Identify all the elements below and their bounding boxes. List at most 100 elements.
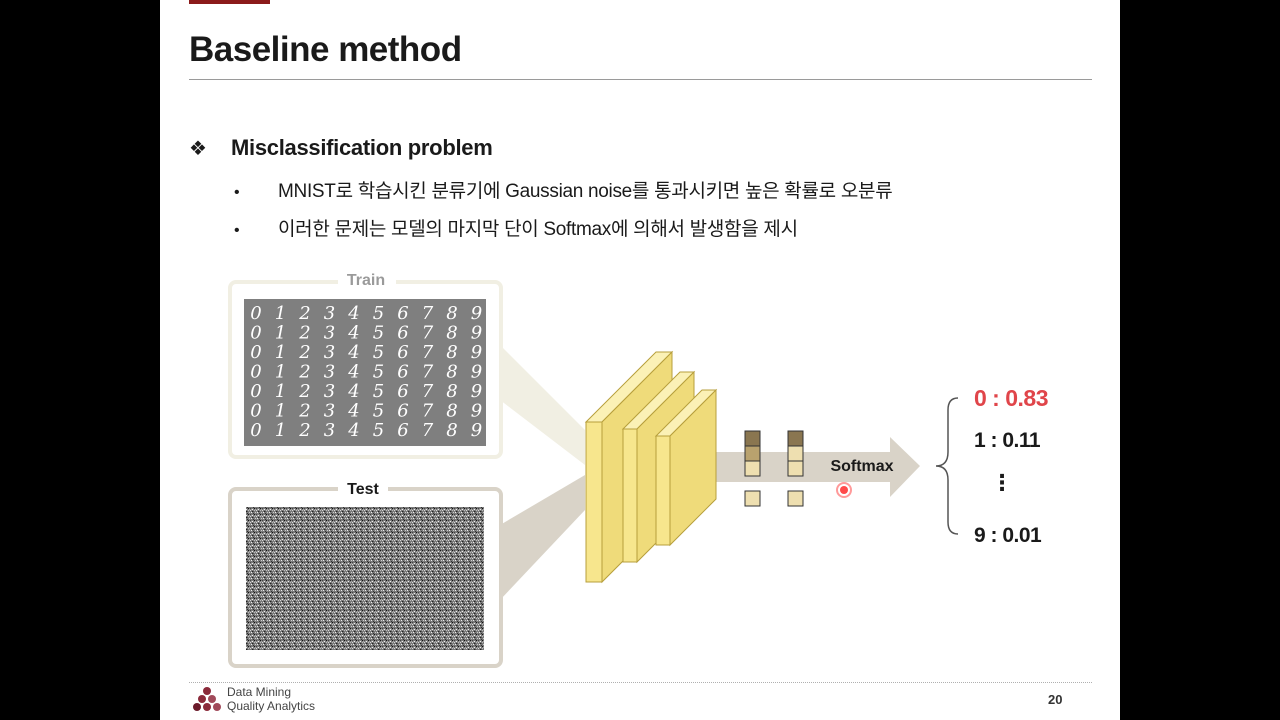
mnist-digit: 1	[275, 303, 286, 324]
mnist-digit: 0	[250, 420, 261, 441]
mnist-digit: 3	[324, 323, 335, 344]
mnist-digit: 5	[373, 323, 384, 344]
output-brace	[935, 397, 959, 535]
output-ellipsis: ⋮	[991, 470, 1013, 495]
mnist-digit: 1	[275, 362, 286, 383]
bullet-dot-icon: •	[234, 222, 240, 239]
mnist-digit: 0	[250, 323, 261, 344]
mnist-digit: 0	[250, 342, 261, 363]
mnist-digit: 8	[446, 420, 457, 441]
mnist-digit: 6	[397, 420, 408, 441]
mnist-digit: 5	[373, 303, 384, 324]
dense-layer-2	[787, 430, 804, 507]
test-funnel	[500, 475, 585, 600]
main-bullet-text: Misclassification problem	[231, 135, 493, 160]
train-label: Train	[347, 272, 385, 289]
mnist-digit: 9	[471, 342, 482, 363]
mnist-digit: 6	[397, 303, 408, 324]
dmqa-logo-icon	[193, 687, 221, 711]
softmax-label: Softmax	[830, 458, 893, 475]
footer-logo: Data Mining Quality Analytics	[193, 685, 315, 713]
mnist-digit: 6	[397, 323, 408, 344]
mnist-digit: 8	[446, 401, 457, 422]
mnist-digit: 8	[446, 381, 457, 402]
mnist-digit: 7	[422, 362, 434, 383]
mnist-digit: 9	[471, 381, 482, 402]
test-label-bg	[338, 478, 388, 498]
mnist-digit: 8	[446, 342, 457, 363]
footer-divider	[189, 682, 1092, 683]
mnist-digit: 7	[422, 342, 434, 363]
mnist-digit: 4	[347, 420, 359, 441]
laser-pointer-dot	[840, 486, 848, 494]
mnist-digit: 1	[275, 420, 286, 441]
sub-bullet: •MNIST로 학습시킨 분류기에 Gaussian noise를 통과시키면 …	[234, 176, 893, 203]
mnist-digit: 6	[397, 362, 408, 383]
mnist-digit: 6	[397, 381, 408, 402]
mnist-digit: 4	[347, 381, 359, 402]
mnist-digit: 9	[471, 401, 482, 422]
mnist-digit: 9	[471, 303, 482, 324]
mnist-digit: 0	[250, 362, 261, 383]
mnist-digit: 7	[422, 401, 434, 422]
mnist-digit: 7	[422, 420, 434, 441]
mnist-digit: 2	[298, 381, 310, 402]
slide-title: Baseline method	[189, 30, 462, 69]
output-class-9: 9 : 0.01	[974, 524, 1042, 547]
sub-bullet-text: 이러한 문제는 모델의 마지막 단이 Softmax에 의해서 발생함을 제시	[278, 219, 798, 240]
train-label-bg	[338, 270, 396, 290]
mnist-digit: 1	[275, 342, 286, 363]
mnist-digit: 9	[471, 362, 482, 383]
mnist-digit: 2	[298, 401, 310, 422]
mnist-digit: 3	[324, 401, 335, 422]
sub-bullet-text: MNIST로 학습시킨 분류기에 Gaussian noise를 통과시키면 높…	[278, 181, 893, 202]
mnist-digit: 3	[324, 381, 335, 402]
diamond-bullet-icon: ❖	[189, 138, 207, 160]
mnist-digit: 5	[373, 420, 384, 441]
mnist-digit: 1	[275, 401, 286, 422]
mnist-digit: 3	[324, 420, 335, 441]
mnist-digit: 4	[347, 342, 359, 363]
gaussian-noise-image	[246, 507, 484, 650]
mnist-digit: 8	[446, 362, 457, 383]
mnist-digit: 4	[347, 401, 359, 422]
slide: Baseline method ❖ Misclassification probl…	[160, 0, 1120, 720]
mnist-digit: 4	[347, 303, 359, 324]
mnist-digit: 5	[373, 362, 384, 383]
mnist-digit: 0	[250, 381, 261, 402]
mnist-digit: 7	[422, 381, 434, 402]
title-divider	[189, 79, 1092, 80]
mnist-digit: 2	[298, 303, 310, 324]
mnist-digit: 3	[324, 303, 335, 324]
output-class-0: 0 : 0.83	[974, 385, 1048, 411]
mnist-digit: 5	[373, 401, 384, 422]
mnist-digit: 7	[422, 303, 434, 324]
mnist-image	[244, 299, 486, 446]
accent-bar	[189, 0, 270, 4]
footer-logo-line2: Quality Analytics	[227, 699, 316, 713]
mnist-digit: 3	[324, 362, 335, 383]
mnist-digit: 6	[397, 401, 408, 422]
mnist-digit: 5	[373, 381, 384, 402]
mnist-digit: 1	[275, 381, 286, 402]
mnist-digit: 0	[250, 401, 261, 422]
footer-logo-text: Data Mining Quality Analytics	[227, 685, 315, 713]
mnist-digit: 8	[446, 323, 457, 344]
mnist-digit: 2	[298, 323, 310, 344]
mnist-digit: 0	[250, 303, 261, 324]
dense-layer-1	[744, 430, 761, 507]
mnist-digit: 4	[347, 323, 359, 344]
mnist-digit: 6	[397, 342, 408, 363]
mnist-digit: 1	[275, 323, 286, 344]
mnist-digit: 2	[298, 420, 310, 441]
train-funnel	[500, 345, 585, 465]
test-label: Test	[347, 481, 379, 498]
feature-map-cube-3	[654, 388, 718, 547]
page-number: 20	[1048, 692, 1063, 707]
sub-bullet: • 이러한 문제는 모델의 마지막 단이 Softmax에 의해서 발생함을 제시	[234, 214, 798, 241]
footer-logo-line1: Data Mining	[227, 685, 292, 699]
mnist-digit: 4	[347, 362, 359, 383]
output-class-1: 1 : 0.11	[974, 429, 1041, 452]
mnist-digit: 5	[373, 342, 384, 363]
